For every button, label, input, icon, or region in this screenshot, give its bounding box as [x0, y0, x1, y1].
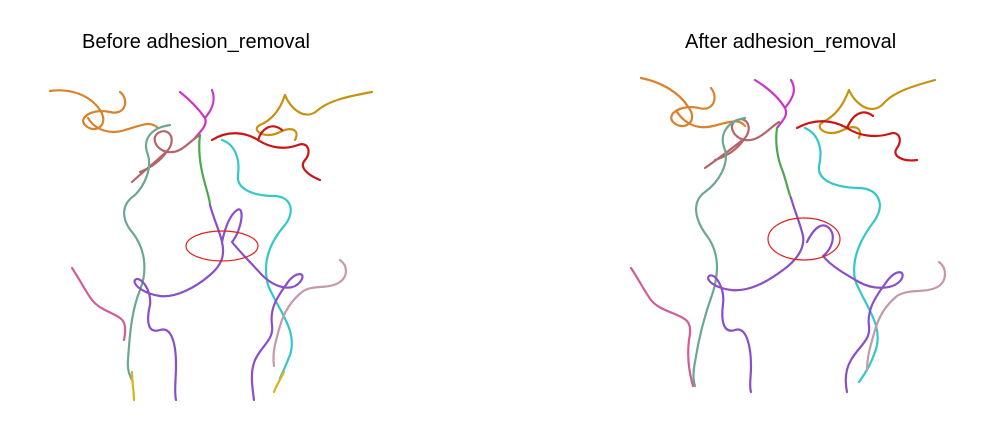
branch-rosewood: [703, 118, 781, 170]
branch-magenta: [753, 78, 795, 130]
highlight-ellipse-before: [185, 230, 259, 262]
panel-after: After adhesion_removal: [493, 0, 986, 431]
branch-mauve: [865, 260, 947, 372]
branch-yellow-left: [130, 370, 136, 402]
branch-purple-right: [220, 208, 304, 402]
panel-title-after: After adhesion_removal: [685, 31, 897, 53]
branch-purple-right: [805, 224, 904, 394]
branch-red: [795, 111, 919, 162]
branch-pink: [70, 266, 127, 342]
branch-purple: [707, 196, 805, 394]
branch-cyan: [803, 126, 881, 384]
branch-gold: [818, 78, 937, 140]
branch-cyan: [220, 138, 293, 380]
skeleton-tree-after: [629, 76, 947, 394]
branch-seagreen: [692, 116, 747, 388]
branch-yellow-right: [272, 370, 286, 394]
branch-pink: [629, 266, 695, 388]
panel-title-before: Before adhesion_removal: [82, 31, 310, 53]
branch-green: [775, 126, 793, 200]
branch-magenta: [178, 88, 215, 140]
branch-mauve: [272, 258, 348, 368]
branch-seagreen: [123, 123, 172, 382]
panel-before: Before adhesion_removal: [48, 31, 374, 402]
branch-rosewood: [130, 130, 202, 184]
highlight-ellipse-after: [767, 217, 841, 261]
skeleton-tree-before: [48, 88, 374, 402]
branch-green: [198, 133, 212, 207]
branch-orange: [48, 89, 160, 134]
branch-red: [210, 125, 322, 182]
branch-gold: [255, 90, 374, 142]
branch-orange: [639, 76, 747, 129]
branch-purple: [133, 203, 225, 402]
